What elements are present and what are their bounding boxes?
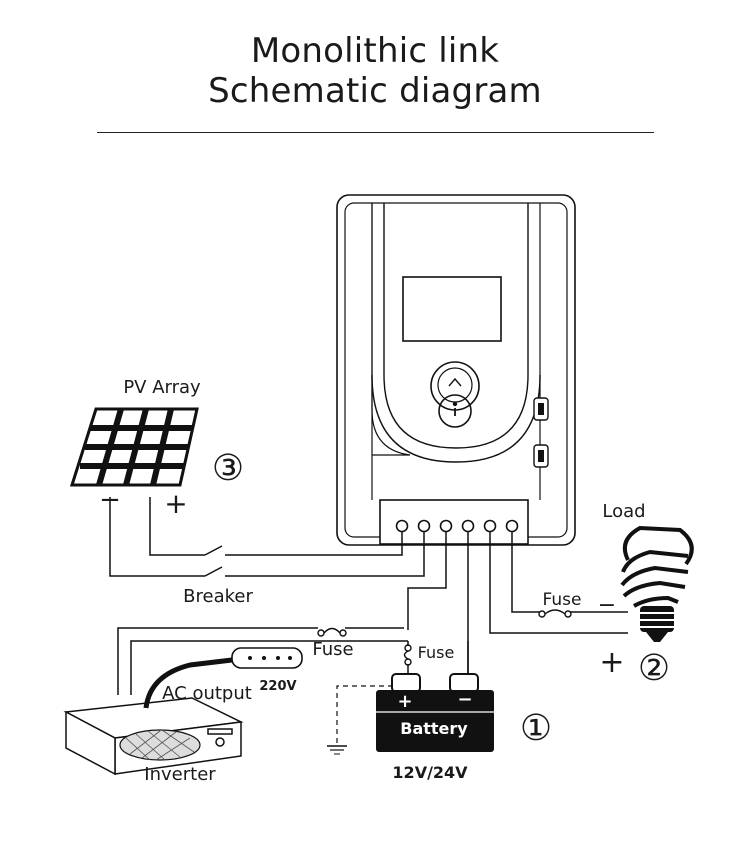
fuse-symbols: [317, 609, 572, 666]
charge-controller: [336, 194, 576, 546]
pv-minus-sign: −: [99, 485, 121, 515]
ac-output-cable: [143, 647, 303, 709]
pv-array-label: PV Array: [123, 377, 201, 398]
usb-ports: [533, 397, 549, 468]
ac-output-label: AC output: [162, 683, 252, 704]
marker-1: ①: [520, 708, 552, 749]
marker-3: ③: [212, 448, 244, 489]
battery-label: Battery: [400, 719, 468, 738]
up-arrow-icon: [448, 377, 462, 387]
title-divider: [97, 132, 654, 133]
ac-voltage-label: 220V: [259, 679, 296, 694]
solar-panel-icon: [69, 407, 199, 487]
inverter-label: Inverter: [144, 764, 216, 785]
battery-icon: [376, 673, 494, 752]
marker-2: ②: [638, 648, 670, 689]
fuse-inverter-icon: [317, 627, 347, 637]
fuse-battery-label: Fuse: [418, 643, 455, 662]
fuse-inverter-label: Fuse: [312, 639, 353, 660]
terminal-load-negative: [483, 519, 497, 533]
power-dot-icon: [452, 401, 458, 407]
lcd-screen: [402, 276, 502, 342]
load-plus-sign: +: [599, 645, 624, 680]
battery-voltage-label: 12V/24V: [392, 763, 468, 782]
title-line-1: Monolithic link: [250, 31, 500, 71]
fuse-battery-icon: [403, 644, 412, 666]
terminal-bat-positive: [461, 519, 475, 533]
terminal-load-positive: [505, 519, 519, 533]
battery-plus-sign: +: [397, 691, 412, 712]
terminal-bat-negative: [439, 519, 453, 533]
inverter-icon: [63, 697, 244, 776]
wires: [109, 497, 628, 755]
light-bulb-icon: [620, 525, 694, 642]
title-line-2: Schematic diagram: [208, 71, 542, 111]
controller-buttons: [430, 361, 480, 428]
terminal-pv-positive: [417, 519, 431, 533]
battery-minus-sign: −: [457, 689, 472, 710]
ac-socket-icon: [231, 647, 303, 669]
pv-plus-sign: +: [164, 487, 187, 520]
fuse-load-label: Fuse: [543, 590, 582, 610]
terminal-pv-negative: [395, 519, 409, 533]
load-minus-sign: −: [598, 593, 616, 618]
fuse-load-icon: [538, 609, 572, 618]
breaker-label: Breaker: [183, 586, 253, 607]
load-label: Load: [602, 501, 645, 522]
terminal-block: [379, 499, 529, 545]
